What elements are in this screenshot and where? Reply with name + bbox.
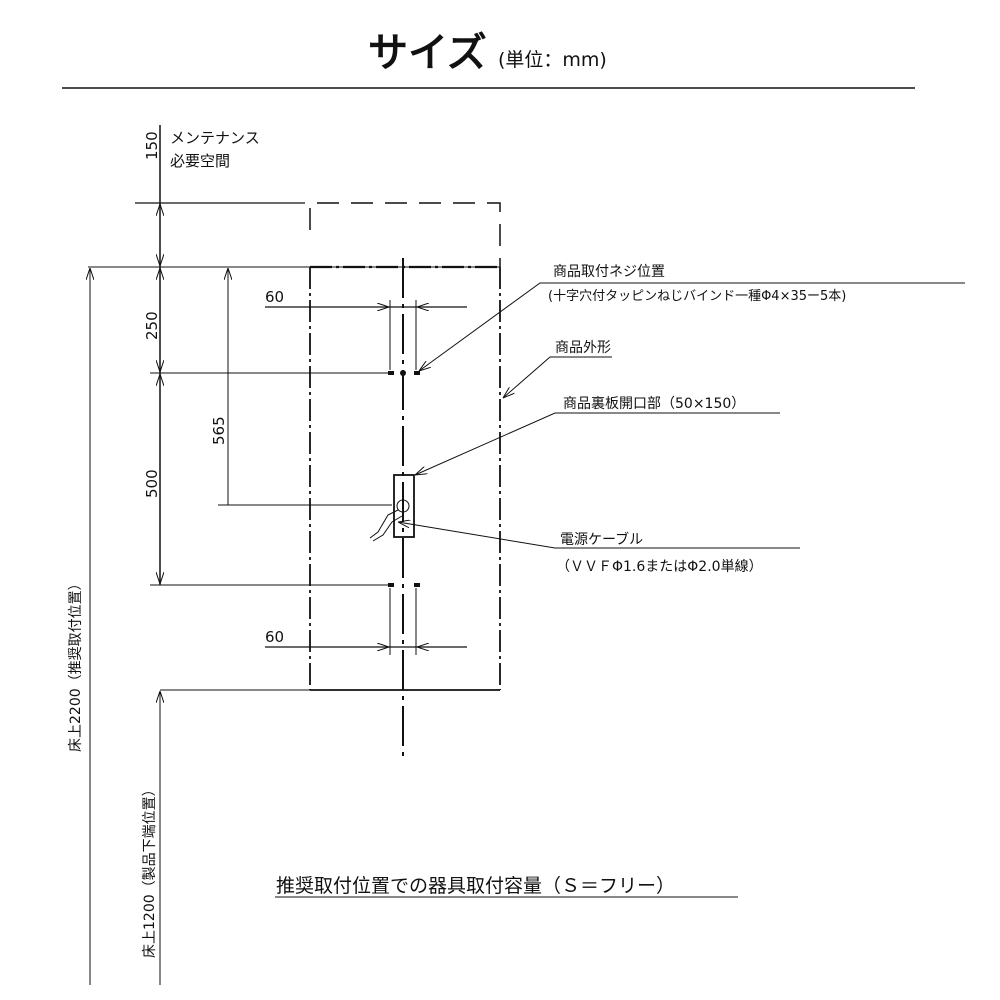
screw-spec-label: (十字穴付タッピンねじバインド一種Φ4×35ー5本) bbox=[548, 288, 846, 304]
caption: 推奨取付位置での器具取付容量（Ｓ＝フリー） bbox=[276, 875, 675, 897]
drawing-lines bbox=[88, 125, 965, 985]
cable-label: 電源ケーブル bbox=[560, 531, 643, 548]
opening-label: 商品裏板開口部（50×150） bbox=[563, 395, 745, 412]
dim-500: 500 bbox=[143, 469, 161, 498]
title-main: サイズ bbox=[368, 30, 487, 76]
dim-60-top: 60 bbox=[265, 288, 284, 306]
dim-250: 250 bbox=[143, 311, 161, 340]
floor-2200-label: 床上2200（推奨取付位置） bbox=[68, 576, 84, 752]
outline-label: 商品外形 bbox=[555, 340, 611, 356]
screw-position-label: 商品取付ネジ位置 bbox=[553, 264, 665, 280]
dim-150: 150 bbox=[143, 131, 161, 160]
cable-spec-label: （ＶＶＦΦ1.6またはΦ2.0単線） bbox=[556, 559, 763, 575]
floor-1200-label: 床上1200（製品下端位置） bbox=[142, 782, 158, 958]
maintenance-label-2: 必要空間 bbox=[170, 152, 230, 170]
screw-marks bbox=[388, 370, 420, 587]
dim-60-bottom: 60 bbox=[265, 628, 284, 646]
title-unit: (単位：mm) bbox=[498, 49, 607, 71]
maintenance-label-1: メンテナンス bbox=[170, 129, 260, 147]
dim-565: 565 bbox=[210, 416, 228, 445]
